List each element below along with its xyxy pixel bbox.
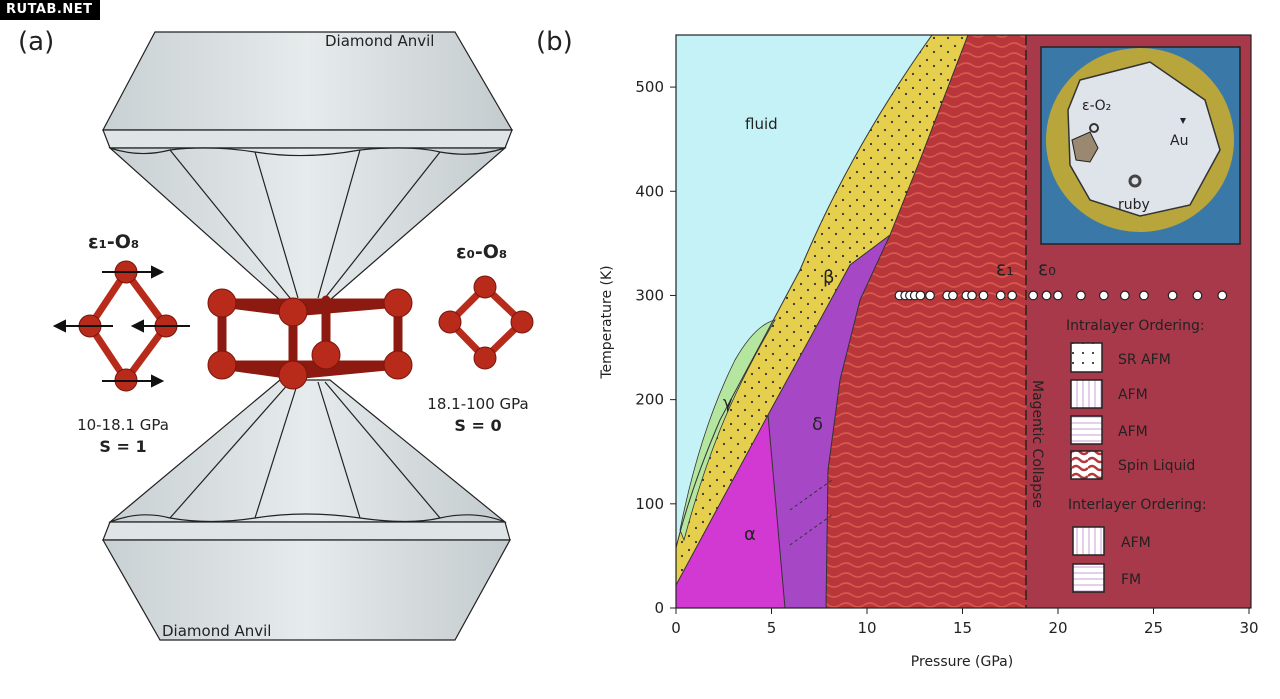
o8-atoms [207,288,413,390]
plot-frame [675,34,1252,609]
watermark: RUTAB.NET [0,0,101,20]
data-point [925,290,935,301]
x-tick-label: 15 [953,619,972,637]
y-tick-label: 300 [635,286,664,304]
x-tick-label: 25 [1144,619,1163,637]
legend-label: FM [1121,572,1141,588]
legend-label: Spin Liquid [1118,458,1195,474]
region-spin-liquid [826,35,1026,608]
data-point [915,290,926,301]
y-tick-label: 0 [654,599,664,617]
y-tick-label: 500 [635,78,664,96]
label-beta: β [823,267,835,288]
top-anvil-label: Diamond Anvil [325,32,434,50]
eps0-spin: S = 0 [454,416,501,435]
legend: Intralayer Ordering: SR AFM AFM AFM Spin… [1066,318,1207,593]
data-point [1041,290,1052,301]
data-point [967,290,977,301]
x-tick-label: 5 [767,619,777,637]
y-tick-label: 400 [635,182,664,200]
data-point [1028,290,1039,301]
data-point [948,290,958,301]
displacement-arrows [52,265,190,388]
eps1-o8-title: ε₁-O₈ [88,231,139,253]
legend-label: SR AFM [1118,352,1171,368]
data-point [1098,290,1109,301]
panel-b-label: (b) [536,27,573,57]
data-point [1167,290,1178,301]
region-gamma [679,319,776,542]
eps1-spin: S = 1 [99,437,146,456]
legend-swatch-sr-afm [1070,342,1103,373]
eps0-o8-title: ε₀-O₈ [456,241,507,263]
y-tick-label: 100 [635,495,664,513]
legend-swatch-afm-vertical [1070,379,1103,409]
region-alpha [676,415,785,608]
y-axis-label: Temperature (K) [599,265,615,379]
inset-label-ruby: ruby [1118,197,1150,213]
inset-label-eps-o2: ε-O₂ [1082,98,1111,114]
label-alpha: α [744,524,756,545]
collapse-label: Magentic Collapse [1029,380,1045,508]
eps0-o8-molecule [438,275,534,370]
inset-label-au: Au [1170,133,1188,149]
label-eps0: ε₀ [1038,258,1056,280]
data-point [1076,290,1086,301]
legend-swatch-inter-fm [1072,563,1105,593]
label-eps1: ε₁ [996,258,1014,280]
x-tick-label: 20 [1048,619,1067,637]
legend-swatch-afm-horizontal [1070,415,1103,445]
legend-label: AFM [1121,535,1151,551]
data-point [1217,290,1228,301]
data-point [1119,290,1130,301]
data-point [1139,290,1149,301]
x-axis-label: Pressure (GPa) [911,654,1013,670]
x-tick-label: 30 [1239,619,1258,637]
legend-intralayer-title: Intralayer Ordering: [1066,318,1205,334]
label-gamma: γ [723,393,732,412]
label-fluid: fluid [745,115,778,133]
top-diamond-anvil [102,31,514,301]
phase-regions [676,35,1251,608]
x-tick-label: 10 [857,619,876,637]
data-point [1192,290,1203,301]
o8-cluster [217,295,403,380]
x-tick-label: 0 [671,619,681,637]
eps0-pressure: 18.1-100 GPa [427,395,528,413]
data-point [978,290,989,301]
legend-interlayer-title: Interlayer Ordering: [1068,497,1207,513]
data-points [894,290,1228,301]
legend-label: AFM [1118,424,1148,440]
data-point [1007,290,1018,301]
eps1-pressure: 10-18.1 GPa [77,416,169,434]
inset-photo: ε-O₂ Au ruby [1040,46,1241,245]
data-point [995,290,1006,301]
legend-label: AFM [1118,387,1148,403]
data-point [1053,290,1063,301]
legend-swatch-inter-afm [1072,526,1105,556]
legend-swatch-spin-liquid [1070,450,1103,480]
bottom-anvil-label: Diamond Anvil [162,622,271,640]
bottom-diamond-anvil [101,379,512,641]
eps1-o8-molecule [52,260,190,392]
label-delta: δ [812,414,823,435]
y-tick-label: 200 [635,391,664,409]
panel-a-label: (a) [18,27,54,57]
region-delta [768,235,890,608]
